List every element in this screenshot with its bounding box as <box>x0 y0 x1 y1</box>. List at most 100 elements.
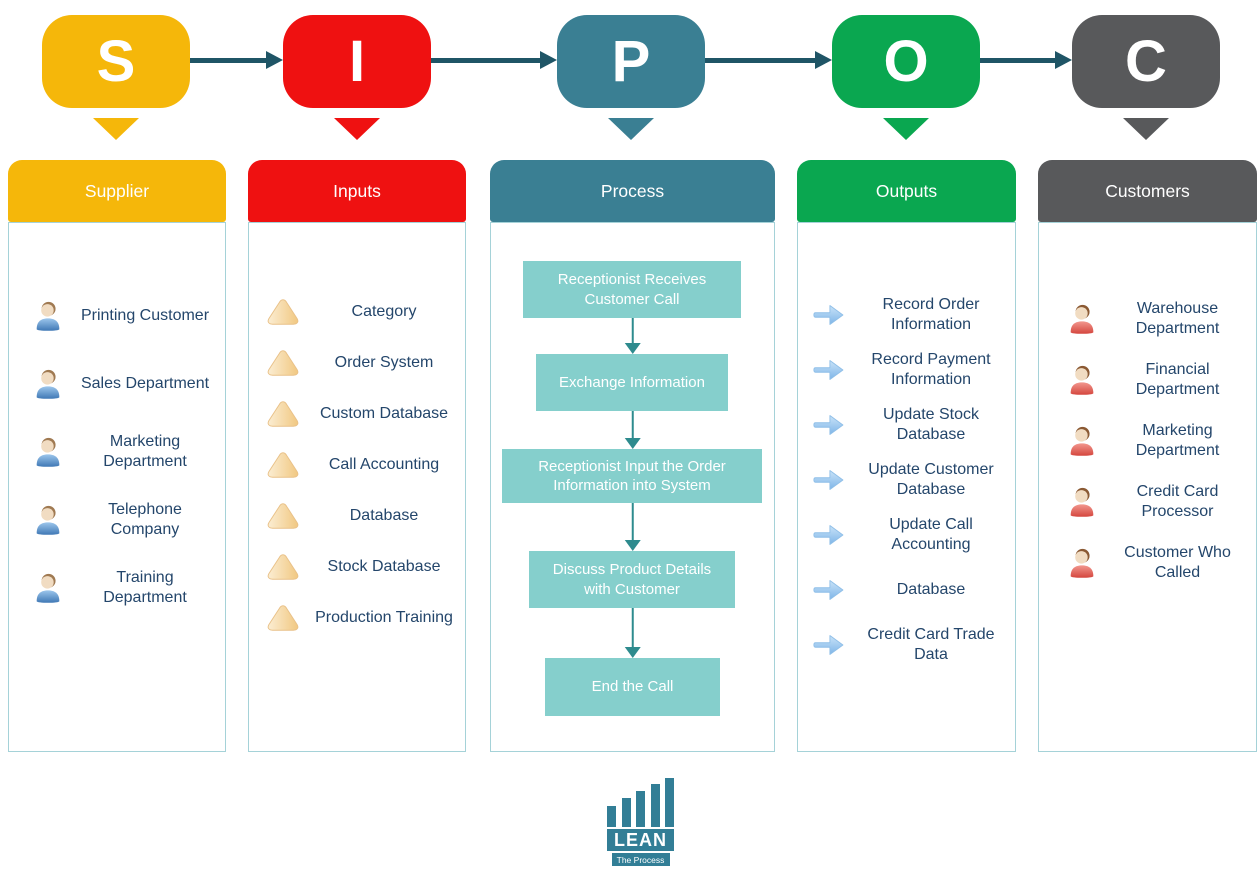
list-item-label: Custom Database <box>319 405 449 423</box>
cone-icon <box>263 602 303 634</box>
list-item-label: Record Order Information <box>882 296 980 333</box>
process-step: Exchange Information <box>536 354 728 411</box>
cone-icon <box>263 347 303 379</box>
customers-column-header: Customers <box>1038 160 1257 222</box>
list-item-label: Database <box>349 507 419 525</box>
lean-logo: LEAN The Process <box>607 778 674 866</box>
lean-logo-bars-icon <box>607 778 674 827</box>
list-item: Category <box>249 295 465 329</box>
down-triangle-icon <box>1123 118 1169 140</box>
list-item-label: Telephone Company <box>108 501 182 538</box>
cone-icon <box>263 551 303 583</box>
list-item: Financial Department <box>1039 358 1256 402</box>
arrow-right-icon <box>811 410 847 440</box>
banner-letter-process: P <box>557 15 705 108</box>
banner-letter-outputs: O <box>832 15 980 108</box>
inputs-column-body: Category Order System Custom Database Ca… <box>248 222 466 752</box>
list-item-label: Financial Department <box>1135 361 1220 398</box>
list-item: Marketing Department <box>9 431 225 473</box>
right-arrow-icon <box>190 51 283 69</box>
person-blue-icon <box>31 571 65 605</box>
list-item-label: Stock Database <box>327 558 441 576</box>
list-item-label: Marketing Department <box>1135 422 1220 459</box>
person-red-icon <box>1065 363 1099 397</box>
list-item: Update Customer Database <box>798 460 1015 500</box>
person-blue-icon <box>31 299 65 333</box>
person-red-icon <box>1065 302 1099 336</box>
list-item: Sales Department <box>9 363 225 405</box>
down-arrow-icon <box>631 318 634 343</box>
right-arrow-icon <box>431 51 557 69</box>
cone-icon <box>263 296 303 328</box>
person-blue-icon <box>31 367 65 401</box>
arrow-right-icon <box>811 355 847 385</box>
person-blue-icon <box>31 435 65 469</box>
list-item: Custom Database <box>249 397 465 431</box>
arrow-right-icon <box>811 630 847 660</box>
list-item-label: Sales Department <box>80 375 210 393</box>
customers-column: Customers Warehouse Department Financial… <box>1038 160 1257 752</box>
supplier-column: Supplier Printing Customer Sales Departm… <box>8 160 226 752</box>
list-item: Call Accounting <box>249 448 465 482</box>
lean-logo-name: LEAN <box>607 829 674 851</box>
customers-column-body: Warehouse Department Financial Departmen… <box>1038 222 1257 752</box>
list-item-label: Warehouse Department <box>1135 300 1220 337</box>
down-arrow-icon <box>631 503 634 540</box>
banner-letter-supplier: S <box>42 15 190 108</box>
list-item: Update Stock Database <box>798 405 1015 445</box>
banner-letter-label: O <box>883 29 929 94</box>
list-item-label: Production Training <box>315 609 453 627</box>
list-item: Database <box>249 499 465 533</box>
arrow-right-icon <box>811 520 847 550</box>
list-item-label: Call Accounting <box>328 456 440 474</box>
list-item: Warehouse Department <box>1039 297 1256 341</box>
process-step: Discuss Product Details with Customer <box>529 551 735 608</box>
list-item-label: Update Stock Database <box>882 406 980 443</box>
supplier-column-body: Printing Customer Sales Department Marke… <box>8 222 226 752</box>
list-item: Printing Customer <box>9 295 225 337</box>
list-item-label: Credit Card Processor <box>1136 483 1219 520</box>
list-item: Record Order Information <box>798 295 1015 335</box>
arrow-right-icon <box>811 465 847 495</box>
list-item: Telephone Company <box>9 499 225 541</box>
list-item-label: Category <box>351 303 417 321</box>
outputs-column-header: Outputs <box>797 160 1016 222</box>
list-item-label: Update Customer Database <box>868 461 994 498</box>
process-step: End the Call <box>545 658 720 716</box>
list-item-label: Customer Who Called <box>1124 544 1231 581</box>
outputs-column: Outputs Record Order Information Record … <box>797 160 1016 752</box>
right-arrow-icon <box>980 51 1072 69</box>
inputs-column-header: Inputs <box>248 160 466 222</box>
inputs-column: Inputs Category Order System Custom Data… <box>248 160 466 752</box>
supplier-column-header: Supplier <box>8 160 226 222</box>
banner-letter-label: P <box>611 29 651 94</box>
list-item: Stock Database <box>249 550 465 584</box>
list-item: Training Department <box>9 567 225 609</box>
list-item: Marketing Department <box>1039 419 1256 463</box>
outputs-column-body: Record Order Information Record Payment … <box>797 222 1016 752</box>
list-item: Credit Card Processor <box>1039 480 1256 524</box>
down-arrow-icon <box>631 608 634 647</box>
list-item: Database <box>798 570 1015 610</box>
list-item-label: Marketing Department <box>103 433 187 470</box>
cone-icon <box>263 500 303 532</box>
cone-icon <box>263 449 303 481</box>
list-item-label: Order System <box>334 354 434 372</box>
list-item-label: Credit Card Trade Data <box>867 626 995 663</box>
person-red-icon <box>1065 424 1099 458</box>
process-column-body: Receptionist Receives Customer Call Exch… <box>490 222 775 752</box>
person-red-icon <box>1065 485 1099 519</box>
down-arrow-icon <box>631 411 634 438</box>
down-triangle-icon <box>334 118 380 140</box>
banner-letter-inputs: I <box>283 15 431 108</box>
list-item: Order System <box>249 346 465 380</box>
cone-icon <box>263 398 303 430</box>
down-triangle-icon <box>93 118 139 140</box>
list-item-label: Printing Customer <box>80 307 210 325</box>
list-item-label: Training Department <box>103 569 187 606</box>
banner-letter-label: S <box>96 29 136 94</box>
person-blue-icon <box>31 503 65 537</box>
list-item: Credit Card Trade Data <box>798 625 1015 665</box>
process-step: Receptionist Input the Order Information… <box>502 449 762 503</box>
